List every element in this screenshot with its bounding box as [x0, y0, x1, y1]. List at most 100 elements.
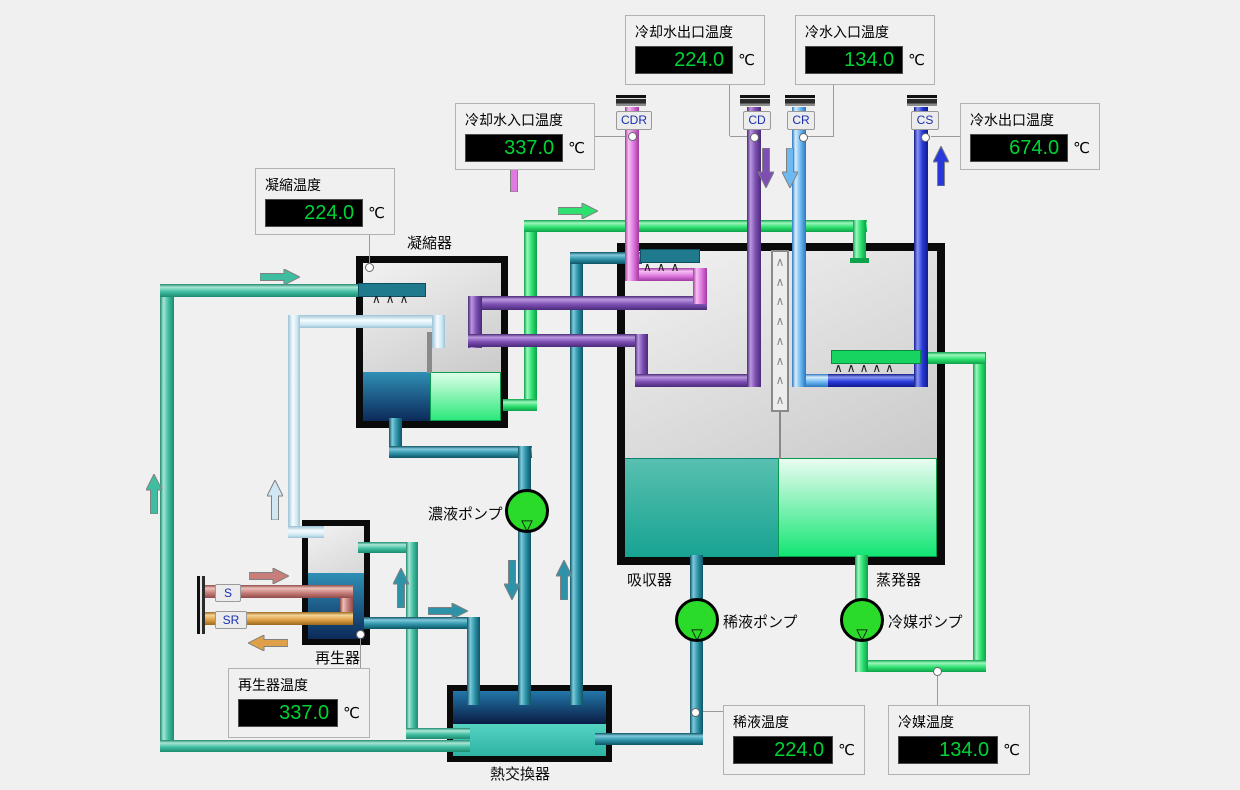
regenerator-liquid [308, 573, 364, 639]
pipe-tag-cd: CD [743, 111, 771, 130]
pipe-refrigerant-evap-inlet [853, 220, 866, 262]
display-label: 冷媒温度 [898, 714, 954, 730]
pipe-vapor-bottom [160, 740, 470, 752]
steam-supply-flange [197, 576, 209, 605]
flow-arrow-up-icon [267, 480, 283, 520]
condenser-spray-header [358, 283, 426, 297]
pipe-cooling-water-drop [635, 334, 648, 387]
condensation-temp-display[interactable]: 凝縮温度 224.0℃ [255, 168, 395, 235]
regenerator-temp-display[interactable]: 再生器温度 337.0℃ [228, 668, 370, 738]
pipe-tag-cs: CS [911, 111, 939, 130]
display-unit: ℃ [368, 205, 385, 222]
flow-arrow-right-icon [260, 269, 300, 285]
pipe-cs-u-bottom [828, 374, 928, 387]
display-unit: ℃ [908, 52, 925, 69]
condenser-liquid-right [430, 372, 501, 421]
strong-solution-pump[interactable]: ▽ [505, 489, 549, 534]
pipe-tag-sr: SR [215, 611, 247, 629]
sensor-dot [691, 708, 700, 717]
pipe-refrigerant-spray-feed [913, 352, 985, 364]
condenser-divider [427, 332, 432, 373]
cs-flange [907, 95, 937, 106]
evaporator-label: 蒸発器 [876, 572, 922, 589]
display-value: 337.0 [465, 134, 564, 162]
display-value: 224.0 [265, 199, 364, 227]
display-unit: ℃ [838, 742, 855, 759]
pipe-cd-drop [747, 107, 761, 387]
display-value: 134.0 [805, 46, 904, 74]
flow-arrow-down-icon [504, 560, 520, 600]
regenerator-label: 再生器 [315, 650, 361, 667]
flow-arrow-up-icon [393, 568, 409, 608]
sensor-line [595, 136, 630, 137]
refrigerant-pump[interactable]: ▽ [840, 598, 884, 643]
cooling-water-inlet-temp-display[interactable]: 冷却水入口温度 337.0℃ [455, 103, 595, 170]
eliminator-chevrons: ∧ [775, 254, 785, 269]
flow-arrow-down-icon [758, 148, 774, 188]
dilute-solution-pump-label: 稀液ポンプ [723, 614, 798, 631]
chilled-water-inlet-temp-display[interactable]: 冷水入口温度 134.0℃ [795, 15, 935, 85]
display-unit: ℃ [1003, 742, 1020, 759]
flow-arrow-up-icon [146, 474, 162, 514]
display-value: 134.0 [898, 736, 999, 764]
sensor-line [369, 235, 370, 265]
flow-arrow-right-icon [249, 568, 289, 584]
display-unit: ℃ [1073, 140, 1090, 157]
pipe-steam-supply [205, 585, 353, 598]
refrigerant-temp-display[interactable]: 冷媒温度 134.0℃ [888, 705, 1030, 775]
dilute-solution-temp-display[interactable]: 稀液温度 224.0℃ [723, 705, 865, 775]
condenser-liquid-left [363, 372, 430, 421]
sensor-dot [933, 667, 942, 676]
pipe-cooling-water-bottom [635, 374, 761, 387]
sensor-dot [921, 133, 930, 142]
pipe-regen-to-hx [467, 617, 480, 705]
pipe-cdr-elbow [693, 268, 707, 304]
cdr-flange [616, 95, 646, 106]
pipe-refrigerant-riser [524, 222, 537, 411]
evaporator-spray-nozzles: ∧∧∧∧∧ [834, 361, 898, 375]
pipe-cdr-riser [625, 107, 639, 281]
pipe-tag-cdr: CDR [616, 111, 652, 130]
pipe-cooling-water-coil-upper [468, 296, 707, 310]
mist-eliminator: ∧∧∧∧∧∧∧∧ [771, 250, 789, 412]
sensor-line [931, 136, 960, 137]
cooling-water-outlet-temp-display[interactable]: 冷却水出口温度 224.0℃ [625, 15, 765, 85]
sensor-line [360, 637, 361, 668]
pipe-tag-cr: CR [787, 111, 815, 130]
heat-exchanger-label: 熱交換器 [490, 766, 551, 783]
display-label: 冷水入口温度 [805, 24, 889, 40]
sensor-line [937, 674, 938, 705]
flow-arrow-up-icon [933, 146, 949, 186]
pipe-refrigerant-right-riser [973, 352, 986, 672]
display-label: 冷却水入口温度 [465, 112, 563, 128]
eliminator-stem [779, 412, 781, 459]
evaporator-spray-header [831, 350, 921, 364]
display-value: 674.0 [970, 134, 1069, 162]
absorber-spray-nozzles: ∧∧∧ [643, 260, 685, 274]
pipe-drain-to-regen [288, 526, 324, 538]
condenser-label: 凝縮器 [407, 235, 453, 252]
flow-arrow-right-icon [428, 603, 468, 619]
pipe-hx-right-outlet [595, 733, 703, 745]
display-unit: ℃ [568, 140, 585, 157]
cr-flange [785, 95, 815, 106]
sensor-dot [365, 263, 374, 272]
dilute-solution-pump[interactable]: ▽ [675, 598, 719, 643]
pipe-tag-s: S [215, 584, 241, 602]
pipe-drain-top [288, 315, 445, 328]
absorber-spray-header [640, 249, 700, 263]
sensor-dot [628, 132, 637, 141]
chilled-water-outlet-temp-display[interactable]: 冷水出口温度 674.0℃ [960, 103, 1100, 170]
display-value: 224.0 [733, 736, 834, 764]
sensor-dot [356, 630, 365, 639]
absorber-label: 吸収器 [627, 572, 673, 589]
pipe-cdr-h [625, 268, 707, 281]
pump-impeller-icon: ▽ [691, 625, 703, 643]
pipe-vapor-left-riser [160, 285, 174, 750]
pipe-refrigerant-bottom [855, 660, 986, 672]
display-value: 224.0 [635, 46, 734, 74]
pipe-regen-bottom-outlet [364, 617, 480, 629]
display-label: 冷水出口温度 [970, 112, 1054, 128]
heat-exchanger-cold-side [453, 724, 606, 756]
